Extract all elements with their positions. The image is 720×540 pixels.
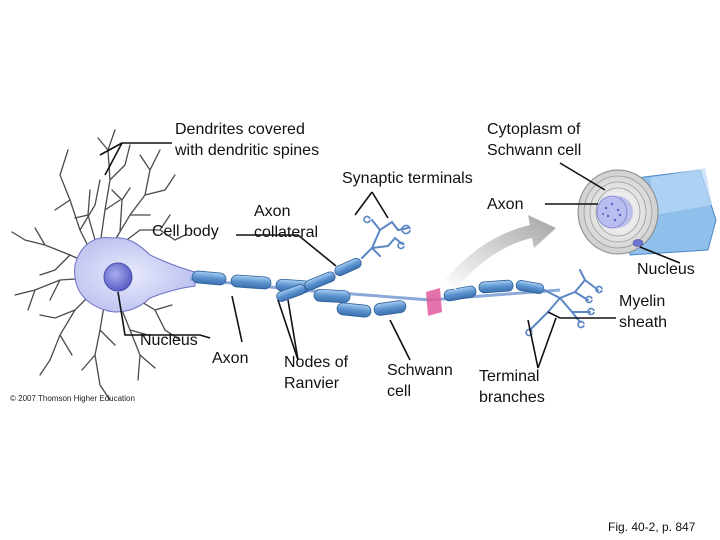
label-axon-collateral: Axon collateral bbox=[254, 203, 319, 241]
label-axon-top: Axon bbox=[487, 196, 524, 213]
label-nodes-of-ranvier: Nodes of Ranvier bbox=[284, 354, 349, 392]
nucleus-shape bbox=[103, 262, 133, 292]
label-terminal-branches: Terminal branches bbox=[479, 368, 545, 406]
leader-lines bbox=[99, 142, 681, 369]
label-schwann-cell: Schwann cell bbox=[387, 362, 453, 400]
collateral-terminals bbox=[361, 219, 409, 259]
label-cytoplasm-of-schwann-cell: Cytoplasm of Schwann cell bbox=[487, 121, 582, 159]
terminal-branches-shape bbox=[529, 269, 599, 331]
collateral-bulbs bbox=[363, 215, 411, 250]
axon-collateral-shape bbox=[276, 257, 362, 302]
myelin-cross-section bbox=[577, 168, 717, 256]
schwann-cell-marker bbox=[426, 288, 442, 316]
label-nucleus-right: Nucleus bbox=[637, 261, 695, 278]
terminal-bulbs bbox=[525, 285, 603, 337]
label-nucleus-left: Nucleus bbox=[140, 332, 198, 349]
figure-reference: Fig. 40-2, p. 847 bbox=[608, 520, 696, 534]
label-myelin-sheath: Myelin sheath bbox=[619, 293, 668, 331]
label-cell-body: Cell body bbox=[152, 223, 219, 240]
copyright-notice: © 2007 Thomson Higher Education bbox=[10, 394, 135, 403]
label-synaptic-terminals: Synaptic terminals bbox=[342, 170, 473, 187]
label-axon-bottom: Axon bbox=[212, 350, 249, 367]
magnification-arrow bbox=[445, 215, 556, 290]
dendrites bbox=[11, 129, 186, 401]
cell-body-shape bbox=[74, 236, 196, 313]
label-dendrites: Dendrites covered with dendritic spines bbox=[175, 121, 320, 159]
